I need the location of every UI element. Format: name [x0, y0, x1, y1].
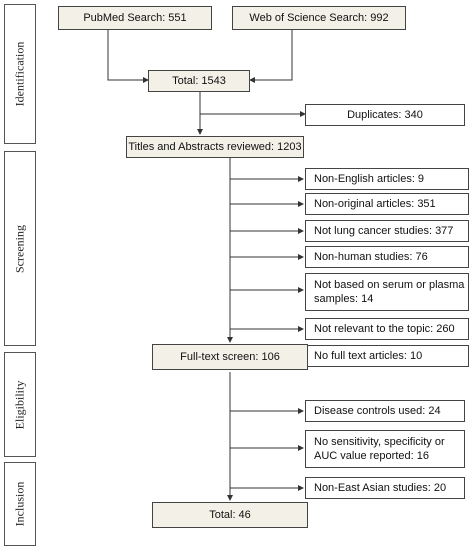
web-of-science-search-box: Web of Science Search: 992 [232, 6, 406, 30]
exclusion-no-sensitivity-box: No sensitivity, specificity or AUC value… [305, 430, 465, 468]
full-text-screen-box: Full-text screen: 106 [152, 344, 308, 370]
titles-abstracts-box: Titles and Abstracts reviewed: 1203 [126, 136, 304, 158]
exclusion-disease-controls-box: Disease controls used: 24 [305, 400, 465, 422]
stage-eligibility: Eligibility [4, 352, 36, 457]
pubmed-search-box: PubMed Search: 551 [58, 6, 212, 30]
exclusion-non-human-box: Non-human studies: 76 [305, 246, 469, 268]
exclusion-not-serum-plasma-box: Not based on serum or plasma samples: 14 [305, 273, 469, 311]
exclusion-no-full-text-box: No full text articles: 10 [305, 345, 469, 367]
exclusion-non-east-asian-box: Non-East Asian studies: 20 [305, 477, 465, 499]
exclusion-not-lung-cancer-box: Not lung cancer studies: 377 [305, 220, 469, 242]
stage-screening: Screening [4, 151, 36, 346]
stage-inclusion: Inclusion [4, 462, 36, 546]
exclusion-non-original-box: Non-original articles: 351 [305, 193, 469, 215]
exclusion-non-english-box: Non-English articles: 9 [305, 168, 469, 190]
exclusion-not-relevant-box: Not relevant to the topic: 260 [305, 318, 469, 340]
total-included-box: Total: 46 [152, 502, 308, 528]
duplicates-box: Duplicates: 340 [305, 104, 465, 126]
total-identified-box: Total: 1543 [148, 70, 250, 92]
stage-identification: Identification [4, 4, 36, 144]
